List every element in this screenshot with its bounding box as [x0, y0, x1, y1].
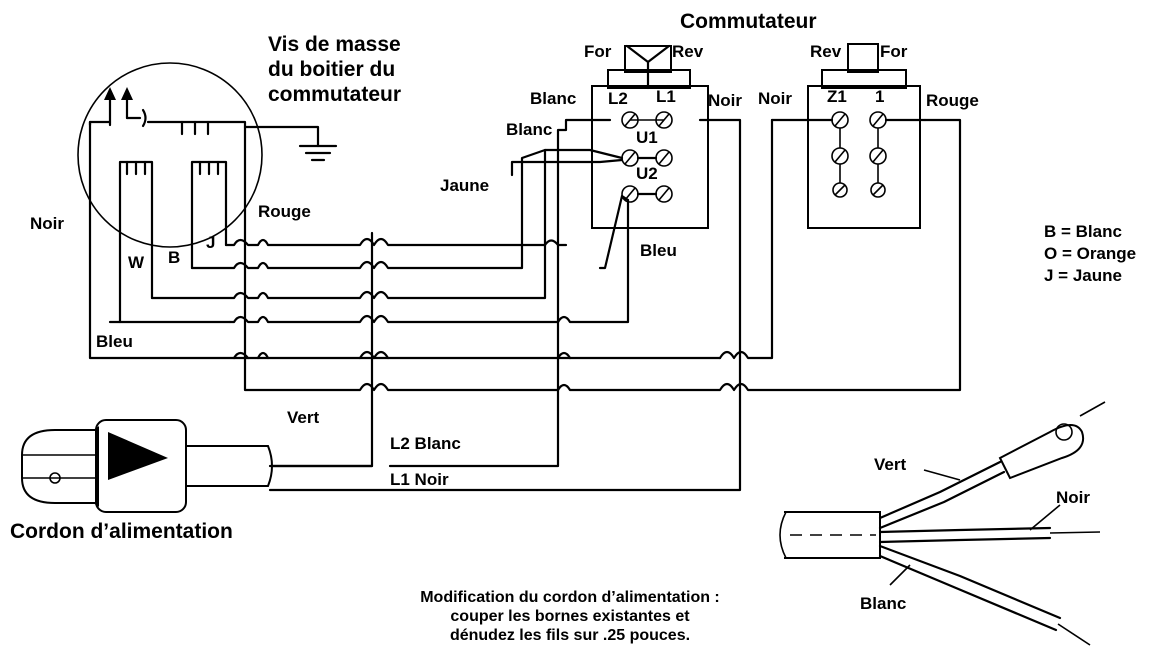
- label-j: J: [206, 233, 215, 252]
- screw-1-icon: [869, 111, 887, 129]
- winding-w: [118, 160, 154, 324]
- screw-u2a-icon: [621, 185, 639, 203]
- winding-top-ticks-icon: [180, 120, 210, 136]
- label-cordon: Cordon d’alimentation: [10, 520, 233, 543]
- wire-blanc-u1: [520, 148, 624, 262]
- label-rouge-right: Rouge: [926, 91, 979, 110]
- label-l2-blanc: L2 Blanc: [390, 434, 461, 453]
- label-rev-left: Rev: [672, 42, 704, 61]
- leader-vert: [923, 469, 961, 481]
- label-1: 1: [875, 87, 884, 106]
- winding-bj: [190, 160, 228, 270]
- switch-right-body: [807, 85, 921, 229]
- motor-circle: [77, 62, 263, 248]
- label-vert: Vert: [287, 408, 319, 427]
- label-u2: U2: [636, 164, 658, 183]
- label-vis-line1: Vis de masse: [268, 33, 401, 56]
- switch-right: [770, 43, 927, 229]
- wire-w-row: [150, 148, 547, 300]
- label-rouge-motor: Rouge: [258, 202, 311, 221]
- motor-circle-group: [77, 62, 263, 324]
- wire-bleu-row: [228, 198, 630, 324]
- screw-1c-icon: [870, 182, 886, 198]
- label-for-right: For: [880, 42, 908, 61]
- label-for-left: For: [584, 42, 612, 61]
- label-cord-blanc: Blanc: [860, 594, 906, 613]
- label-l1: L1: [656, 87, 676, 106]
- label-blanc-second: Blanc: [506, 120, 552, 139]
- leader-blanc: [889, 564, 911, 586]
- label-l1-noir: L1 Noir: [390, 470, 449, 489]
- legend-b: B = Blanc: [1044, 222, 1122, 241]
- screw-1b-icon: [869, 147, 887, 165]
- switch-left: [591, 44, 709, 229]
- wire-bleu-u2: [598, 194, 630, 270]
- label-noir-box-left: Noir: [708, 91, 742, 110]
- wire-noir-left: [88, 120, 722, 360]
- winding-bj-ticks-icon: [198, 160, 220, 176]
- screw-z1c-icon: [832, 182, 848, 198]
- ground-wire: [243, 125, 320, 148]
- leader-noir: [1029, 504, 1061, 531]
- screw-u1b-icon: [655, 149, 673, 167]
- wire-l2-blanc: [388, 118, 612, 468]
- arrows-icon: [104, 87, 147, 128]
- winding-w-ticks-icon: [125, 160, 147, 176]
- wire-b-row: [190, 258, 524, 270]
- label-vis-line2: du boitier du: [268, 58, 395, 81]
- screw-z1-icon: [831, 111, 849, 129]
- wire-l1-noir: [268, 118, 742, 492]
- note-line3: dénudez les fils sur .25 pouces.: [450, 627, 690, 644]
- label-z1: Z1: [827, 87, 847, 106]
- wire-noir-row-hops: [232, 118, 774, 360]
- plug-icon: [21, 419, 273, 513]
- legend-o: O = Orange: [1044, 244, 1136, 263]
- note-line2: couper les bornes existantes et: [450, 608, 690, 625]
- wire-jaune-u1: [510, 158, 624, 177]
- label-rev-right: Rev: [810, 42, 842, 61]
- switch-right-actuator: [821, 69, 907, 89]
- switch-left-body: [591, 85, 709, 229]
- label-b: B: [168, 248, 180, 267]
- label-vis-line3: commutateur: [268, 83, 401, 106]
- label-bleu-switch: Bleu: [640, 241, 677, 260]
- wire-rouge-loop: [243, 118, 962, 392]
- label-u1: U1: [636, 128, 658, 147]
- screw-u2b-icon: [655, 185, 673, 203]
- label-cord-noir: Noir: [1056, 488, 1090, 507]
- label-w: W: [128, 253, 145, 272]
- switch-right-knob: [847, 43, 879, 73]
- wire-j-row: [224, 237, 568, 247]
- label-noir-box-right: Noir: [758, 89, 792, 108]
- label-commutateur: Commutateur: [680, 10, 817, 33]
- label-cord-vert: Vert: [874, 455, 906, 474]
- note-line1: Modification du cordon d’alimentation :: [420, 589, 720, 606]
- label-blanc-top: Blanc: [530, 89, 576, 108]
- legend-j: J = Jaune: [1044, 266, 1122, 285]
- cord-detail-icon: [779, 401, 1106, 646]
- label-bleu-left: Bleu: [96, 332, 133, 351]
- label-jaune: Jaune: [440, 176, 489, 195]
- ground-symbol-icon: [298, 144, 338, 162]
- label-noir-left: Noir: [30, 214, 64, 233]
- label-l2: L2: [608, 89, 628, 108]
- screw-z1b-icon: [831, 147, 849, 165]
